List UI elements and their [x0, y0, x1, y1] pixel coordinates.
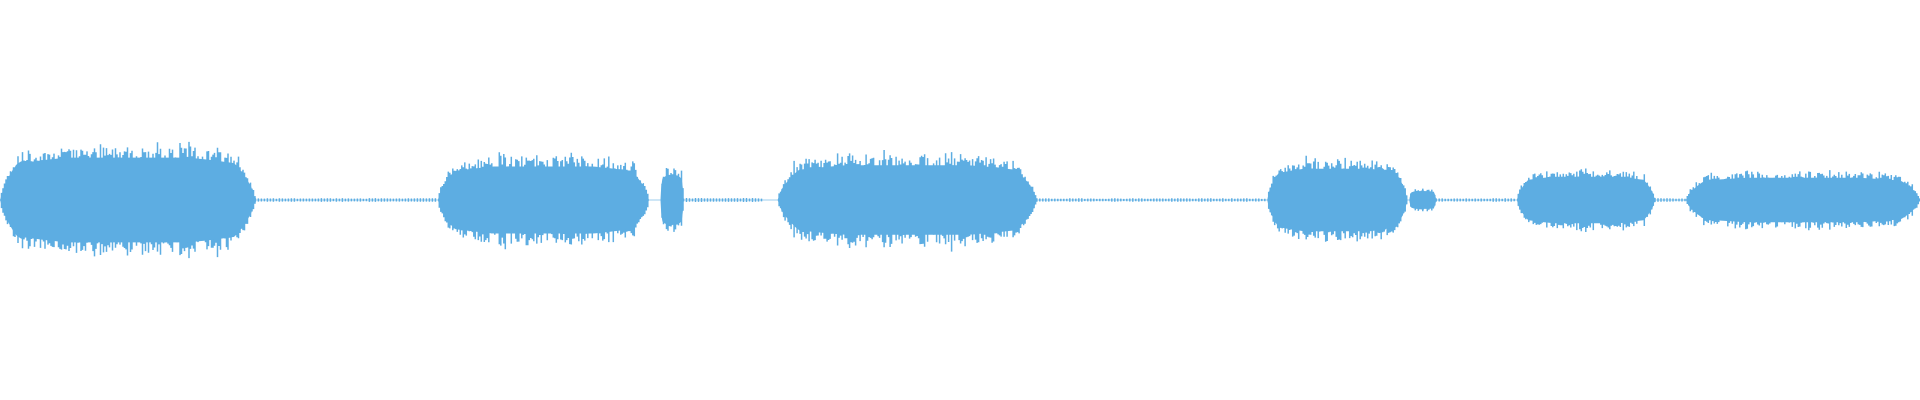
- waveform-segment-2-tail: [660, 174, 684, 226]
- waveform-segment-6: [1685, 177, 1920, 223]
- waveform-bars: [0, 141, 1920, 259]
- waveform-segment-2: [437, 166, 649, 234]
- waveform-segment-3: [777, 165, 1037, 235]
- waveform-segment-5: [1516, 176, 1655, 224]
- waveform-segment-4: [1267, 166, 1408, 234]
- waveform-segment-1: [0, 157, 256, 243]
- waveform-segment-4-tail: [1409, 189, 1437, 211]
